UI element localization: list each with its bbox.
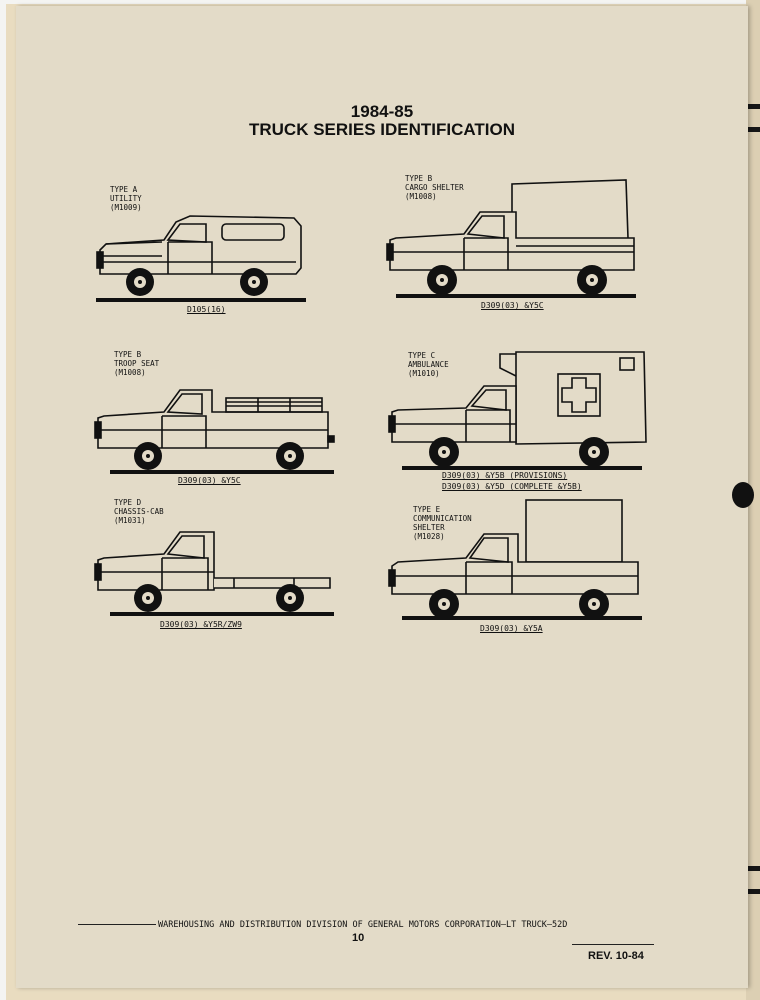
order-code: D309(03) &Y5C	[481, 301, 544, 310]
page-title: TRUCK SERIES IDENTIFICATION	[248, 120, 516, 139]
vehicle-type-label: TYPE B	[405, 174, 433, 183]
communication-shelter-truck-drawing	[388, 499, 642, 620]
ambulance-truck-drawing	[388, 351, 647, 470]
order-code: D105(16)	[187, 305, 226, 314]
footer-rule-left	[78, 924, 156, 925]
order-code: D309(03) &Y5C	[178, 476, 241, 485]
vehicle-model-label: (M1028)	[413, 532, 445, 541]
order-code: D309(03) &Y5R/ZW9	[160, 620, 242, 629]
vehicle-type-label: TYPE B	[114, 350, 142, 359]
page-year: 1984-85	[350, 102, 414, 121]
vehicle-model-label: (M1010)	[408, 369, 440, 378]
cargo-shelter-truck-drawing	[386, 179, 636, 298]
vehicle-type-label: TYPE C	[408, 351, 436, 360]
order-code: D309(03) &Y5B (PROVISIONS)	[442, 471, 568, 480]
vehicle-name-label: TROOP SEAT	[114, 359, 160, 368]
page-number: 10	[352, 932, 365, 944]
vehicle-name-label: UTILITY	[110, 194, 142, 203]
vehicle-model-label: (M1031)	[114, 516, 146, 525]
vehicle-name-label: COMMUNICATION SHELTER	[413, 514, 472, 532]
utility-truck-drawing	[96, 215, 306, 302]
vehicle-type-label: TYPE E	[413, 505, 441, 514]
order-code: D309(03) &Y5D (COMPLETE &Y5B)	[442, 482, 582, 491]
footer-rule-right	[572, 944, 654, 945]
vehicle-type-label: TYPE A	[110, 185, 138, 194]
vehicle-model-label: (M1008)	[114, 368, 146, 377]
revision-label: REV. 10-84	[588, 950, 644, 962]
vehicle-model-label: (M1009)	[110, 203, 142, 212]
punch-hole	[732, 482, 754, 508]
troop-seat-truck-drawing	[94, 389, 335, 474]
vehicle-type-label: TYPE D	[114, 498, 142, 507]
chassis-cab-truck-drawing	[94, 531, 334, 616]
vehicle-name-label: AMBULANCE	[408, 360, 449, 369]
footer-division-text: WAREHOUSING AND DISTRIBUTION DIVISION OF…	[158, 920, 568, 930]
vehicle-name-label: CARGO SHELTER	[405, 183, 464, 192]
catalog-page: 1984-85 TRUCK SERIES IDENTIFICATION TYPE…	[16, 6, 754, 988]
order-code: D309(03) &Y5A	[480, 624, 543, 633]
vehicle-model-label: (M1008)	[405, 192, 437, 201]
vehicle-name-label: CHASSIS-CAB	[114, 507, 164, 516]
